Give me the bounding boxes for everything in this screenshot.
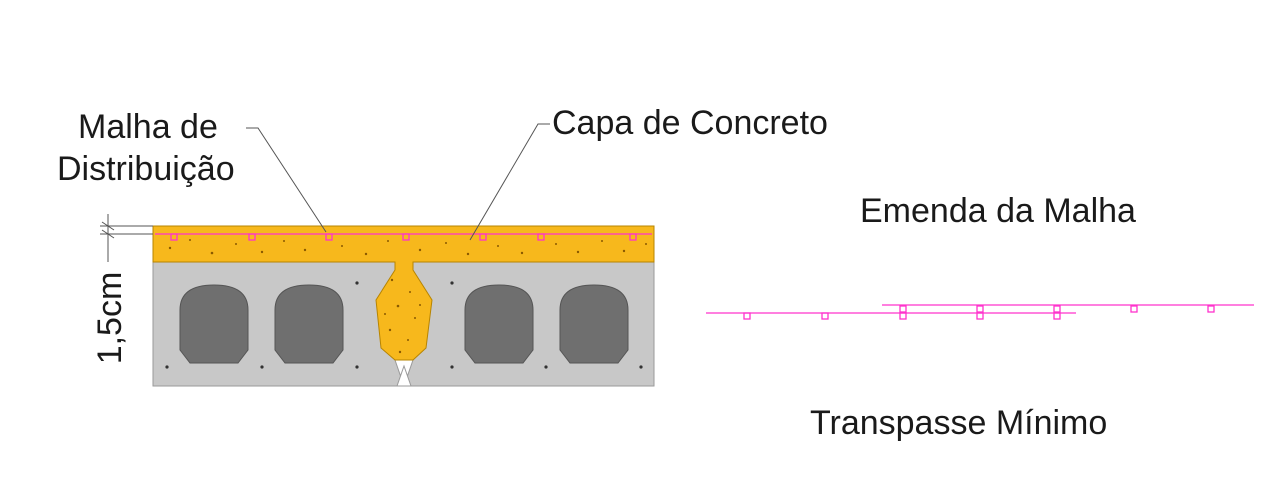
void-1 (179, 284, 249, 364)
joint-notch (396, 364, 412, 387)
mesh-splice-detail (706, 304, 1254, 320)
void-4 (559, 284, 629, 364)
label-transpasse-minimo: Transpasse Mínimo (810, 404, 1108, 442)
thickness-dimension (100, 214, 153, 262)
aggregate-specks (168, 239, 647, 354)
label-distribuicao: Distribuição (57, 150, 235, 188)
label-emenda-da-malha: Emenda da Malha (860, 192, 1136, 230)
capa-leader (469, 123, 550, 241)
leader-lines (246, 123, 550, 241)
void-2 (274, 284, 344, 364)
strand-dots (165, 281, 643, 369)
label-capa-de-concreto: Capa de Concreto (552, 104, 828, 142)
label-thickness: 1,5cm (91, 271, 129, 365)
concrete-topping (152, 225, 655, 361)
malha-leader (246, 127, 327, 233)
slab-voids (179, 284, 629, 364)
distribution-mesh (155, 233, 652, 241)
label-malha-de: Malha de (78, 108, 218, 146)
void-3 (464, 284, 534, 364)
